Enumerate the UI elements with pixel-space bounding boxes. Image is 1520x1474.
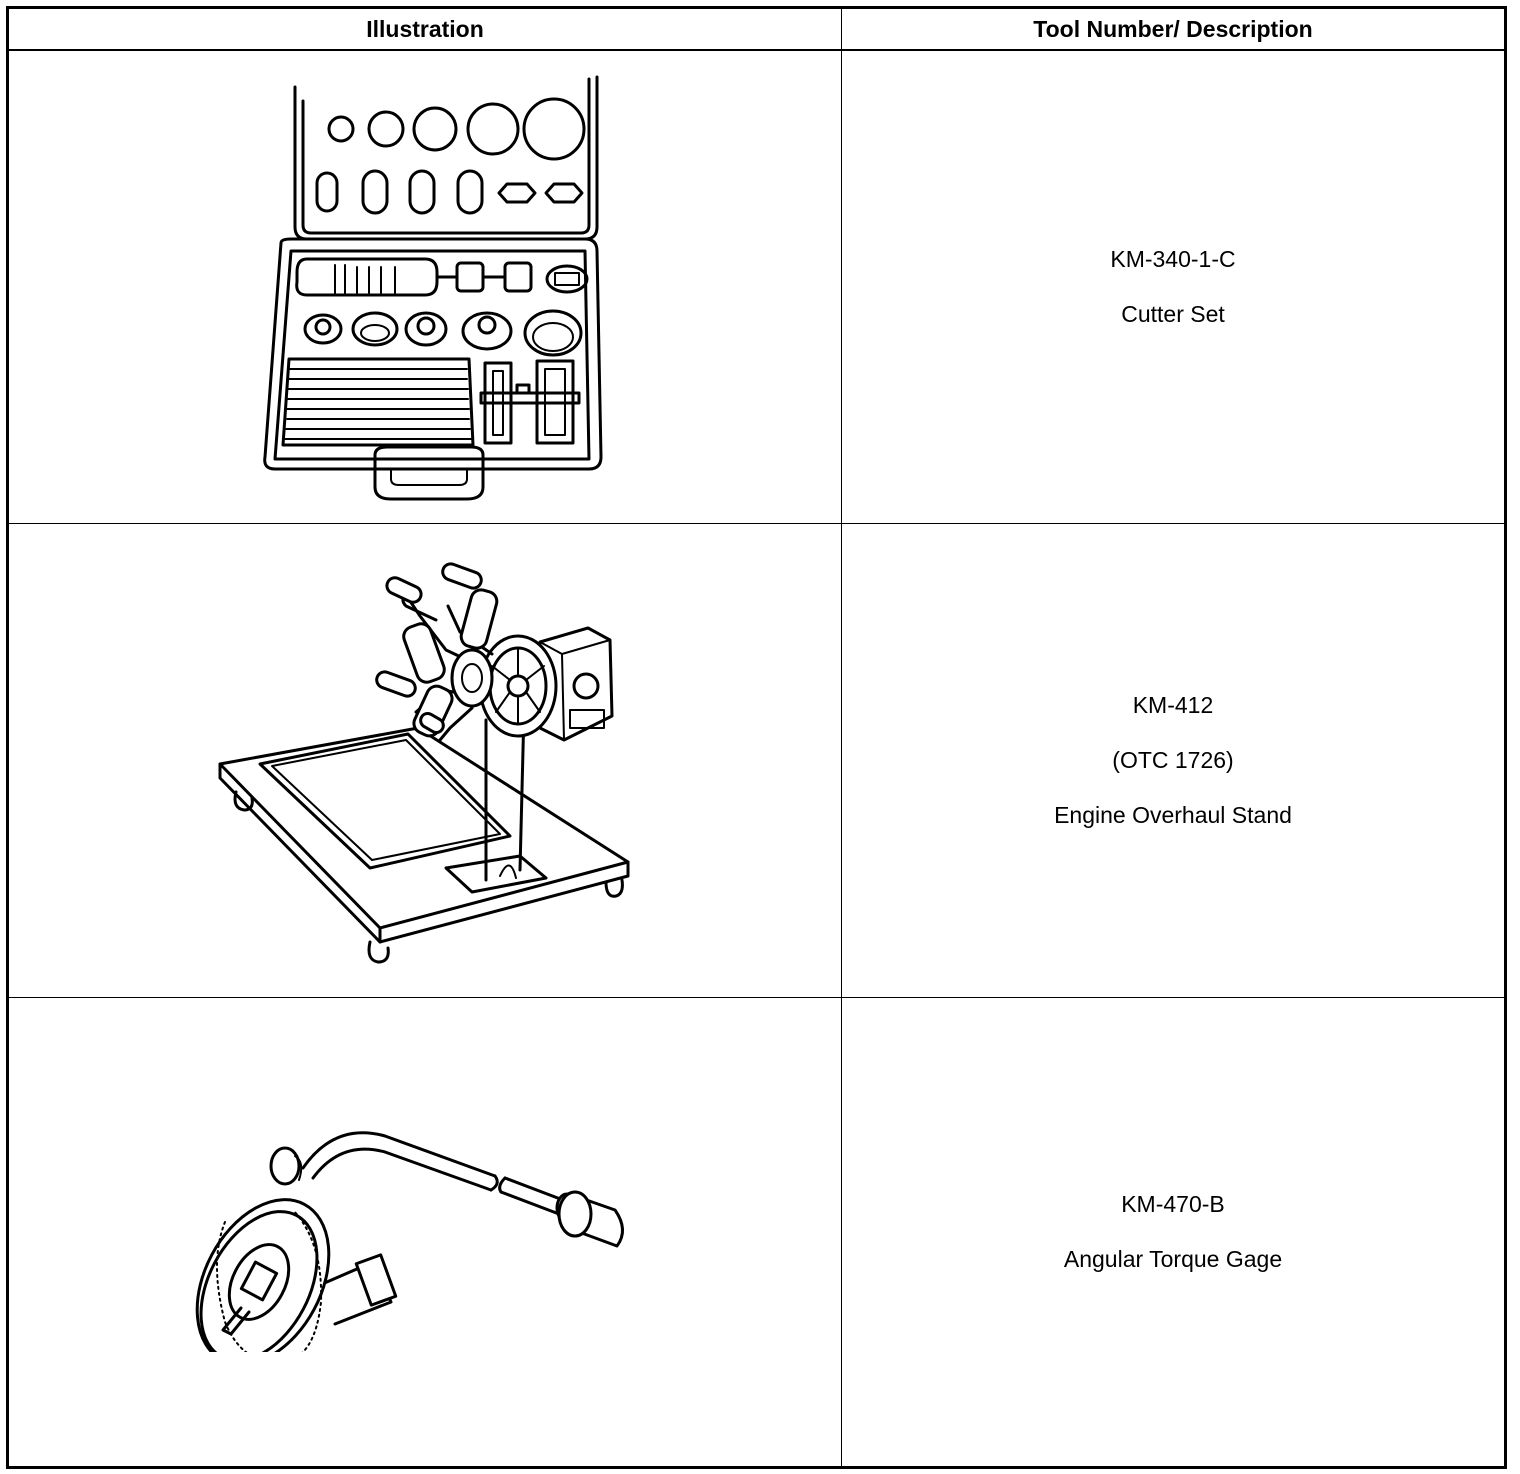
table-row: KM-340-1-C Cutter Set	[7, 49, 1506, 524]
tool-number: KM-412	[1132, 691, 1214, 718]
cutter-set-case-illustration	[263, 75, 603, 501]
illustration-cell	[7, 522, 842, 998]
special-tools-table: Illustration Tool Number/ Description	[6, 6, 1507, 1469]
tool-reference: (OTC 1726)	[1112, 746, 1234, 773]
angular-torque-gage-illustration	[195, 1131, 624, 1352]
tool-description: Engine Overhaul Stand	[1054, 801, 1292, 828]
tool-number: KM-470-B	[1121, 1190, 1225, 1217]
header-row: Illustration Tool Number/ Description	[7, 7, 1506, 51]
tool-description: Angular Torque Gage	[1063, 1245, 1283, 1272]
tool-description: Cutter Set	[1121, 300, 1225, 327]
tool-description-cell: KM-470-B Angular Torque Gage	[841, 996, 1506, 1468]
illustration-cell	[7, 996, 842, 1468]
table-row: KM-470-B Angular Torque Gage	[7, 996, 1506, 1468]
tool-number: KM-340-1-C	[1110, 245, 1236, 272]
illustration-cell	[7, 49, 842, 524]
table-row: KM-412 (OTC 1726) Engine Overhaul Stand	[7, 522, 1506, 998]
header-illustration: Illustration	[7, 7, 842, 51]
tool-description-cell: KM-340-1-C Cutter Set	[841, 49, 1506, 524]
tool-description-cell: KM-412 (OTC 1726) Engine Overhaul Stand	[841, 522, 1506, 998]
engine-overhaul-stand-illustration	[218, 562, 630, 964]
header-tool-description: Tool Number/ Description	[841, 7, 1506, 51]
